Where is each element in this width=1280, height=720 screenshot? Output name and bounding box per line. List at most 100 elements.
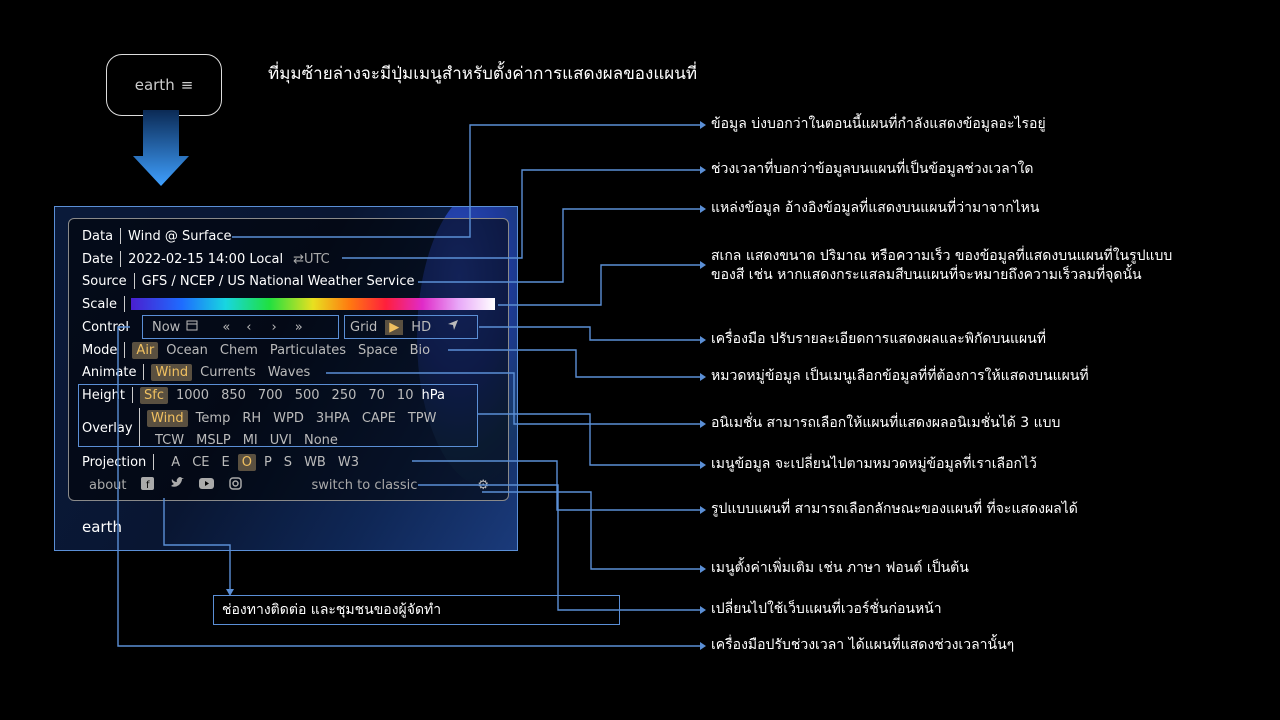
date-value[interactable]: 2022-02-15 14:00 Local — [128, 251, 284, 267]
mode-label: Mode — [82, 342, 118, 358]
note-animate: อนิเมชั่น สามารถเลือกให้แผนที่แสดงผลอนิเ… — [711, 415, 1061, 431]
overlay-mslp[interactable]: MSLP — [196, 432, 231, 448]
mode-row: Mode Air Ocean Chem Particulates Space B… — [82, 340, 438, 360]
scale-row: Scale — [82, 294, 132, 314]
note-date: ช่วงเวลาที่บอกว่าข้อมูลบนแผนที่เป็นข้อมู… — [711, 161, 1034, 177]
note-overlay: เมนูข้อมูล จะเปลี่ยนไปตามหมวดหมู่ข้อมูลท… — [711, 456, 1037, 472]
time-controls — [142, 315, 339, 339]
overlay-row-1: Wind Temp RH WPD 3HPA CAPE TPW — [147, 408, 444, 428]
overlay-cape[interactable]: CAPE — [361, 410, 396, 426]
grid-button[interactable]: Grid — [350, 319, 378, 335]
height-sfc[interactable]: Sfc — [139, 386, 168, 404]
view-controls-inner: Grid ▶ HD — [350, 317, 459, 337]
projection-s[interactable]: S — [283, 454, 293, 470]
youtube-icon[interactable] — [198, 477, 214, 493]
overlay-rh[interactable]: RH — [242, 410, 262, 426]
time-controls-inner: Now « ‹ › » — [152, 317, 309, 337]
overlay-3hpa[interactable]: 3HPA — [315, 410, 350, 426]
overlay-tcw[interactable]: TCW — [155, 432, 185, 448]
note-data: ข้อมูล บ่งบอกว่าในตอนนี้แผนที่กำลังแสดงข… — [711, 116, 1046, 132]
height-500[interactable]: 500 — [294, 387, 320, 403]
play-icon[interactable]: ▶ — [385, 319, 404, 335]
overlay-none[interactable]: None — [304, 432, 338, 448]
switch-to-classic-link[interactable]: switch to classic — [311, 477, 418, 493]
projection-a[interactable]: A — [171, 454, 181, 470]
mode-chem[interactable]: Chem — [219, 342, 258, 358]
mode-space[interactable]: Space — [357, 342, 398, 358]
animate-waves[interactable]: Waves — [267, 364, 311, 380]
overlay-uvi[interactable]: UVI — [269, 432, 292, 448]
height-unit: hPa — [421, 387, 445, 403]
about-link[interactable]: about — [89, 477, 127, 493]
facebook-icon[interactable]: f — [140, 476, 154, 494]
source-row: Source GFS / NCEP / US National Weather … — [82, 271, 415, 291]
mode-bio[interactable]: Bio — [409, 342, 431, 358]
height-10[interactable]: 10 — [396, 387, 414, 403]
date-label: Date — [82, 251, 114, 267]
note-settings: เมนูตั้งค่าเพิ่มเติม เช่น ภาษา ฟอนต์ เป็… — [711, 560, 969, 576]
source-value[interactable]: GFS / NCEP / US National Weather Service — [141, 273, 415, 289]
projection-wb[interactable]: WB — [304, 454, 326, 470]
overlay-mi[interactable]: MI — [242, 432, 258, 448]
projection-p[interactable]: P — [263, 454, 272, 470]
instagram-icon[interactable] — [228, 476, 242, 494]
control-row: Control — [82, 317, 129, 337]
calendar-icon[interactable] — [186, 319, 198, 335]
animate-wind[interactable]: Wind — [151, 363, 193, 381]
overlay-row-2: TCW MSLP MI UVI None — [151, 430, 346, 450]
note-scale-1: สเกล แสดงขนาด ปริมาณ หรือความเร็ว ของข้อ… — [711, 248, 1173, 264]
menu-panel — [68, 218, 509, 501]
earth-menu-label[interactable]: earth — [82, 518, 122, 536]
utc-toggle[interactable]: ⇄UTC — [293, 251, 330, 267]
note-source: แหล่งข้อมูล อ้างอิงข้อมูลที่แสดงบนแผนที่… — [711, 200, 1040, 216]
note-tools: เครื่องมือ ปรับรายละเอียดการแสดงผลและพิก… — [711, 331, 1047, 347]
note-projection: รูปแบบแผนที่ สามารถเลือกลักษณะของแผนที่ … — [711, 501, 1078, 517]
twitter-icon[interactable] — [170, 477, 184, 493]
overlay-label-row: Overlay — [82, 418, 133, 438]
overlay-wind[interactable]: Wind — [147, 409, 188, 427]
hd-button[interactable]: HD — [411, 319, 432, 335]
data-row: Data Wind @ Surface — [82, 226, 232, 246]
mode-particulates[interactable]: Particulates — [269, 342, 346, 358]
menu-icon: ≡ — [180, 76, 194, 94]
projection-w3[interactable]: W3 — [337, 454, 359, 470]
color-scale-bar[interactable] — [131, 298, 495, 310]
forward-icon[interactable]: › — [271, 319, 277, 335]
height-row: Height Sfc 1000 850 700 500 250 70 10 hP… — [82, 385, 445, 405]
rewind-icon[interactable]: « — [222, 319, 231, 335]
overlay-label: Overlay — [82, 420, 133, 436]
footer-row: about f switch to classic ⚙ — [89, 475, 489, 495]
overlay-wpd[interactable]: WPD — [273, 410, 304, 426]
mode-ocean[interactable]: Ocean — [166, 342, 208, 358]
fast-forward-icon[interactable]: » — [294, 319, 303, 335]
height-70[interactable]: 70 — [368, 387, 385, 403]
data-value[interactable]: Wind @ Surface — [128, 228, 232, 244]
note-mode: หมวดหมู่ข้อมูล เป็นเมนูเลือกข้อมูลที่ที่… — [711, 368, 1089, 384]
projection-label: Projection — [82, 454, 147, 470]
note-classic: เปลี่ยนไปใช้เว็บแผนที่เวอร์ชั่นก่อนหน้า — [711, 601, 942, 617]
height-1000[interactable]: 1000 — [175, 387, 210, 403]
overlay-tpw[interactable]: TPW — [407, 410, 437, 426]
mode-air[interactable]: Air — [132, 341, 159, 359]
projection-row: Projection A CE E O P S WB W3 — [82, 452, 367, 472]
projection-o[interactable]: O — [237, 453, 256, 471]
svg-text:f: f — [146, 480, 150, 490]
data-label: Data — [82, 228, 114, 244]
height-250[interactable]: 250 — [331, 387, 357, 403]
height-700[interactable]: 700 — [257, 387, 283, 403]
back-icon[interactable]: ‹ — [246, 319, 252, 335]
now-button[interactable]: Now — [152, 319, 181, 335]
note-scale-2: ของสี เช่น หากแสดงกระแสลมสีบนแผนที่จะหมา… — [711, 267, 1142, 283]
projection-e[interactable]: E — [221, 454, 230, 470]
overlay-temp[interactable]: Temp — [195, 410, 231, 426]
projection-ce[interactable]: CE — [192, 454, 210, 470]
height-850[interactable]: 850 — [221, 387, 246, 403]
overlay-divider — [139, 408, 140, 446]
animate-row: Animate Wind Currents Waves — [82, 362, 318, 382]
animate-currents[interactable]: Currents — [200, 364, 256, 380]
location-icon[interactable] — [447, 319, 459, 335]
intro-note: ที่มุมซ้ายล่างจะมีปุ่มเมนูสำหรับตั้งค่าก… — [268, 64, 698, 84]
height-label: Height — [82, 387, 125, 403]
date-row: Date 2022-02-15 14:00 Local ⇄UTC — [82, 249, 330, 269]
